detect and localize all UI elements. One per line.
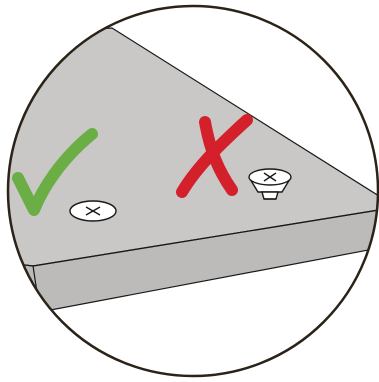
- protruding-screw-icon: [248, 168, 292, 200]
- x-icon: [176, 114, 253, 198]
- flush-screw-head-icon: [69, 200, 117, 222]
- check-icon: [12, 128, 98, 216]
- circle-border: [6, 4, 379, 378]
